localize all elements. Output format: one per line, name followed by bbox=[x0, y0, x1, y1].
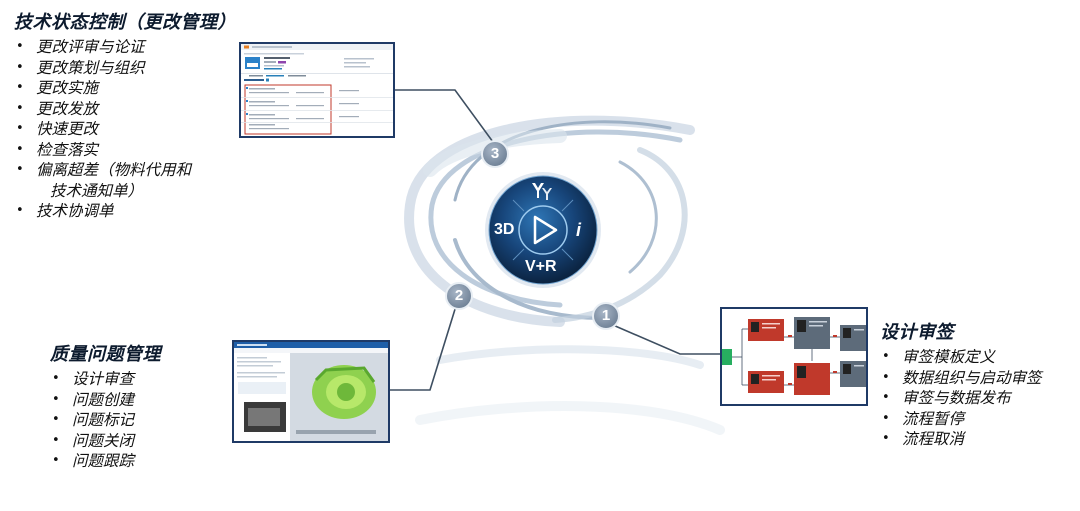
step-badge-2: 2 bbox=[445, 282, 473, 310]
list-item: 流程取消 bbox=[880, 429, 1075, 450]
list-item: 问题创建 bbox=[50, 390, 230, 411]
workflow-thumbnail bbox=[722, 309, 866, 404]
hub-label-vr: V+R bbox=[525, 258, 557, 275]
list-item: 数据组织与启动审签 bbox=[880, 368, 1075, 389]
change-management-screenshot bbox=[239, 42, 395, 138]
list-item: 更改评审与论证 bbox=[14, 37, 234, 58]
list-item: 审签模板定义 bbox=[880, 347, 1075, 368]
hub-label-i: i bbox=[576, 220, 582, 240]
design-approval-title: 设计审签 bbox=[880, 322, 954, 343]
list-item: 快速更改 bbox=[14, 119, 234, 140]
step-badge-1: 1 bbox=[592, 302, 620, 330]
list-item: 更改发放 bbox=[14, 99, 234, 120]
list-item: 更改实施 bbox=[14, 78, 234, 99]
cad-model-thumbnail bbox=[234, 342, 388, 441]
design-approval-list: 审签模板定义 数据组织与启动审签 审签与数据发布 流程暂停 流程取消 bbox=[880, 347, 1075, 450]
design-approval-block: 设计审签 审签模板定义 数据组织与启动审签 审签与数据发布 流程暂停 流程取消 bbox=[880, 318, 1075, 450]
quality-management-title: 质量问题管理 bbox=[50, 344, 161, 365]
play-icon bbox=[533, 215, 558, 245]
list-item: 问题标记 bbox=[50, 410, 230, 431]
change-management-block: 技术状态控制（更改管理） 更改评审与论证 更改策划与组织 更改实施 更改发放 快… bbox=[14, 8, 236, 222]
quality-management-screenshot bbox=[232, 340, 390, 443]
change-management-list: 更改评审与论证 更改策划与组织 更改实施 更改发放 快速更改 检查落实 偏离超差… bbox=[14, 37, 234, 222]
change-management-title: 技术状态控制（更改管理） bbox=[14, 12, 236, 33]
list-item: 检查落实 bbox=[14, 140, 234, 161]
change-form-thumbnail bbox=[241, 44, 393, 135]
list-item-continuation: 技术通知单） bbox=[50, 181, 144, 200]
quality-management-list: 设计审查 问题创建 问题标记 问题关闭 问题跟踪 bbox=[50, 369, 230, 472]
list-item: 问题跟踪 bbox=[50, 451, 230, 472]
list-item: 设计审查 bbox=[50, 369, 230, 390]
hub-circle bbox=[485, 172, 601, 288]
swirl-rings bbox=[404, 115, 725, 435]
people-icon bbox=[532, 183, 552, 200]
hub-label-3d: 3D bbox=[494, 221, 515, 238]
connector-lines bbox=[390, 89, 720, 391]
list-item: 偏离超差（物料代用和 bbox=[14, 160, 234, 181]
list-item: 技术协调单 bbox=[14, 201, 234, 222]
list-item: 问题关闭 bbox=[50, 431, 230, 452]
list-item: 审签与数据发布 bbox=[880, 388, 1075, 409]
list-item: 流程暂停 bbox=[880, 409, 1075, 430]
design-approval-screenshot bbox=[720, 307, 868, 406]
step-badge-3: 3 bbox=[481, 140, 509, 168]
quality-management-block: 质量问题管理 设计审查 问题创建 问题标记 问题关闭 问题跟踪 bbox=[50, 340, 230, 472]
list-item: 更改策划与组织 bbox=[14, 58, 234, 79]
